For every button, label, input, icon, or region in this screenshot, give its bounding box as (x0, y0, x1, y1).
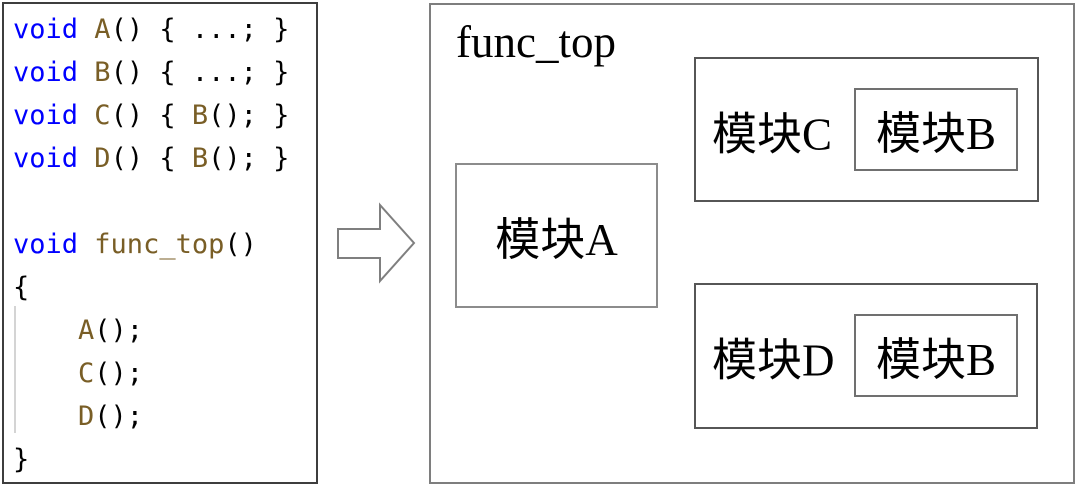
func-top-label: func_top (456, 17, 616, 67)
module-b-label: 模块B (875, 335, 996, 385)
code-line: void A() { ...; } (13, 14, 290, 45)
code-line: D(); (78, 401, 144, 432)
code-panel: void A() { ...; } void B() { ...; } void C… (2, 2, 318, 484)
code-line: void C() { B(); } (13, 100, 290, 131)
code-line: A(); (78, 315, 144, 346)
code-line (13, 180, 316, 223)
indent-guide (14, 306, 16, 433)
code-line: { (13, 272, 30, 303)
transform-arrow-icon (337, 202, 416, 284)
module-b-box: 模块B (854, 88, 1018, 171)
module-a-box: 模块A (455, 163, 658, 308)
module-b-label: 模块B (875, 109, 996, 159)
module-d-label: 模块D (712, 335, 835, 386)
module-d-box: 模块D 模块B (694, 283, 1038, 429)
func-top-container: func_top 模块A 模块C 模块B 模块D 模块B (429, 3, 1075, 484)
code-line: void D() { B(); } (13, 143, 290, 174)
code-line: C(); (78, 358, 144, 389)
code-line: void B() { ...; } (13, 57, 290, 88)
module-a-label: 模块A (495, 215, 618, 265)
module-c-box: 模块C 模块B (694, 57, 1039, 202)
code-block: void A() { ...; } void B() { ...; } void C… (4, 4, 316, 481)
code-line: } (13, 444, 30, 475)
module-c-label: 模块C (712, 109, 833, 159)
code-line: void func_top() (13, 229, 257, 260)
module-b-box: 模块B (854, 314, 1018, 397)
